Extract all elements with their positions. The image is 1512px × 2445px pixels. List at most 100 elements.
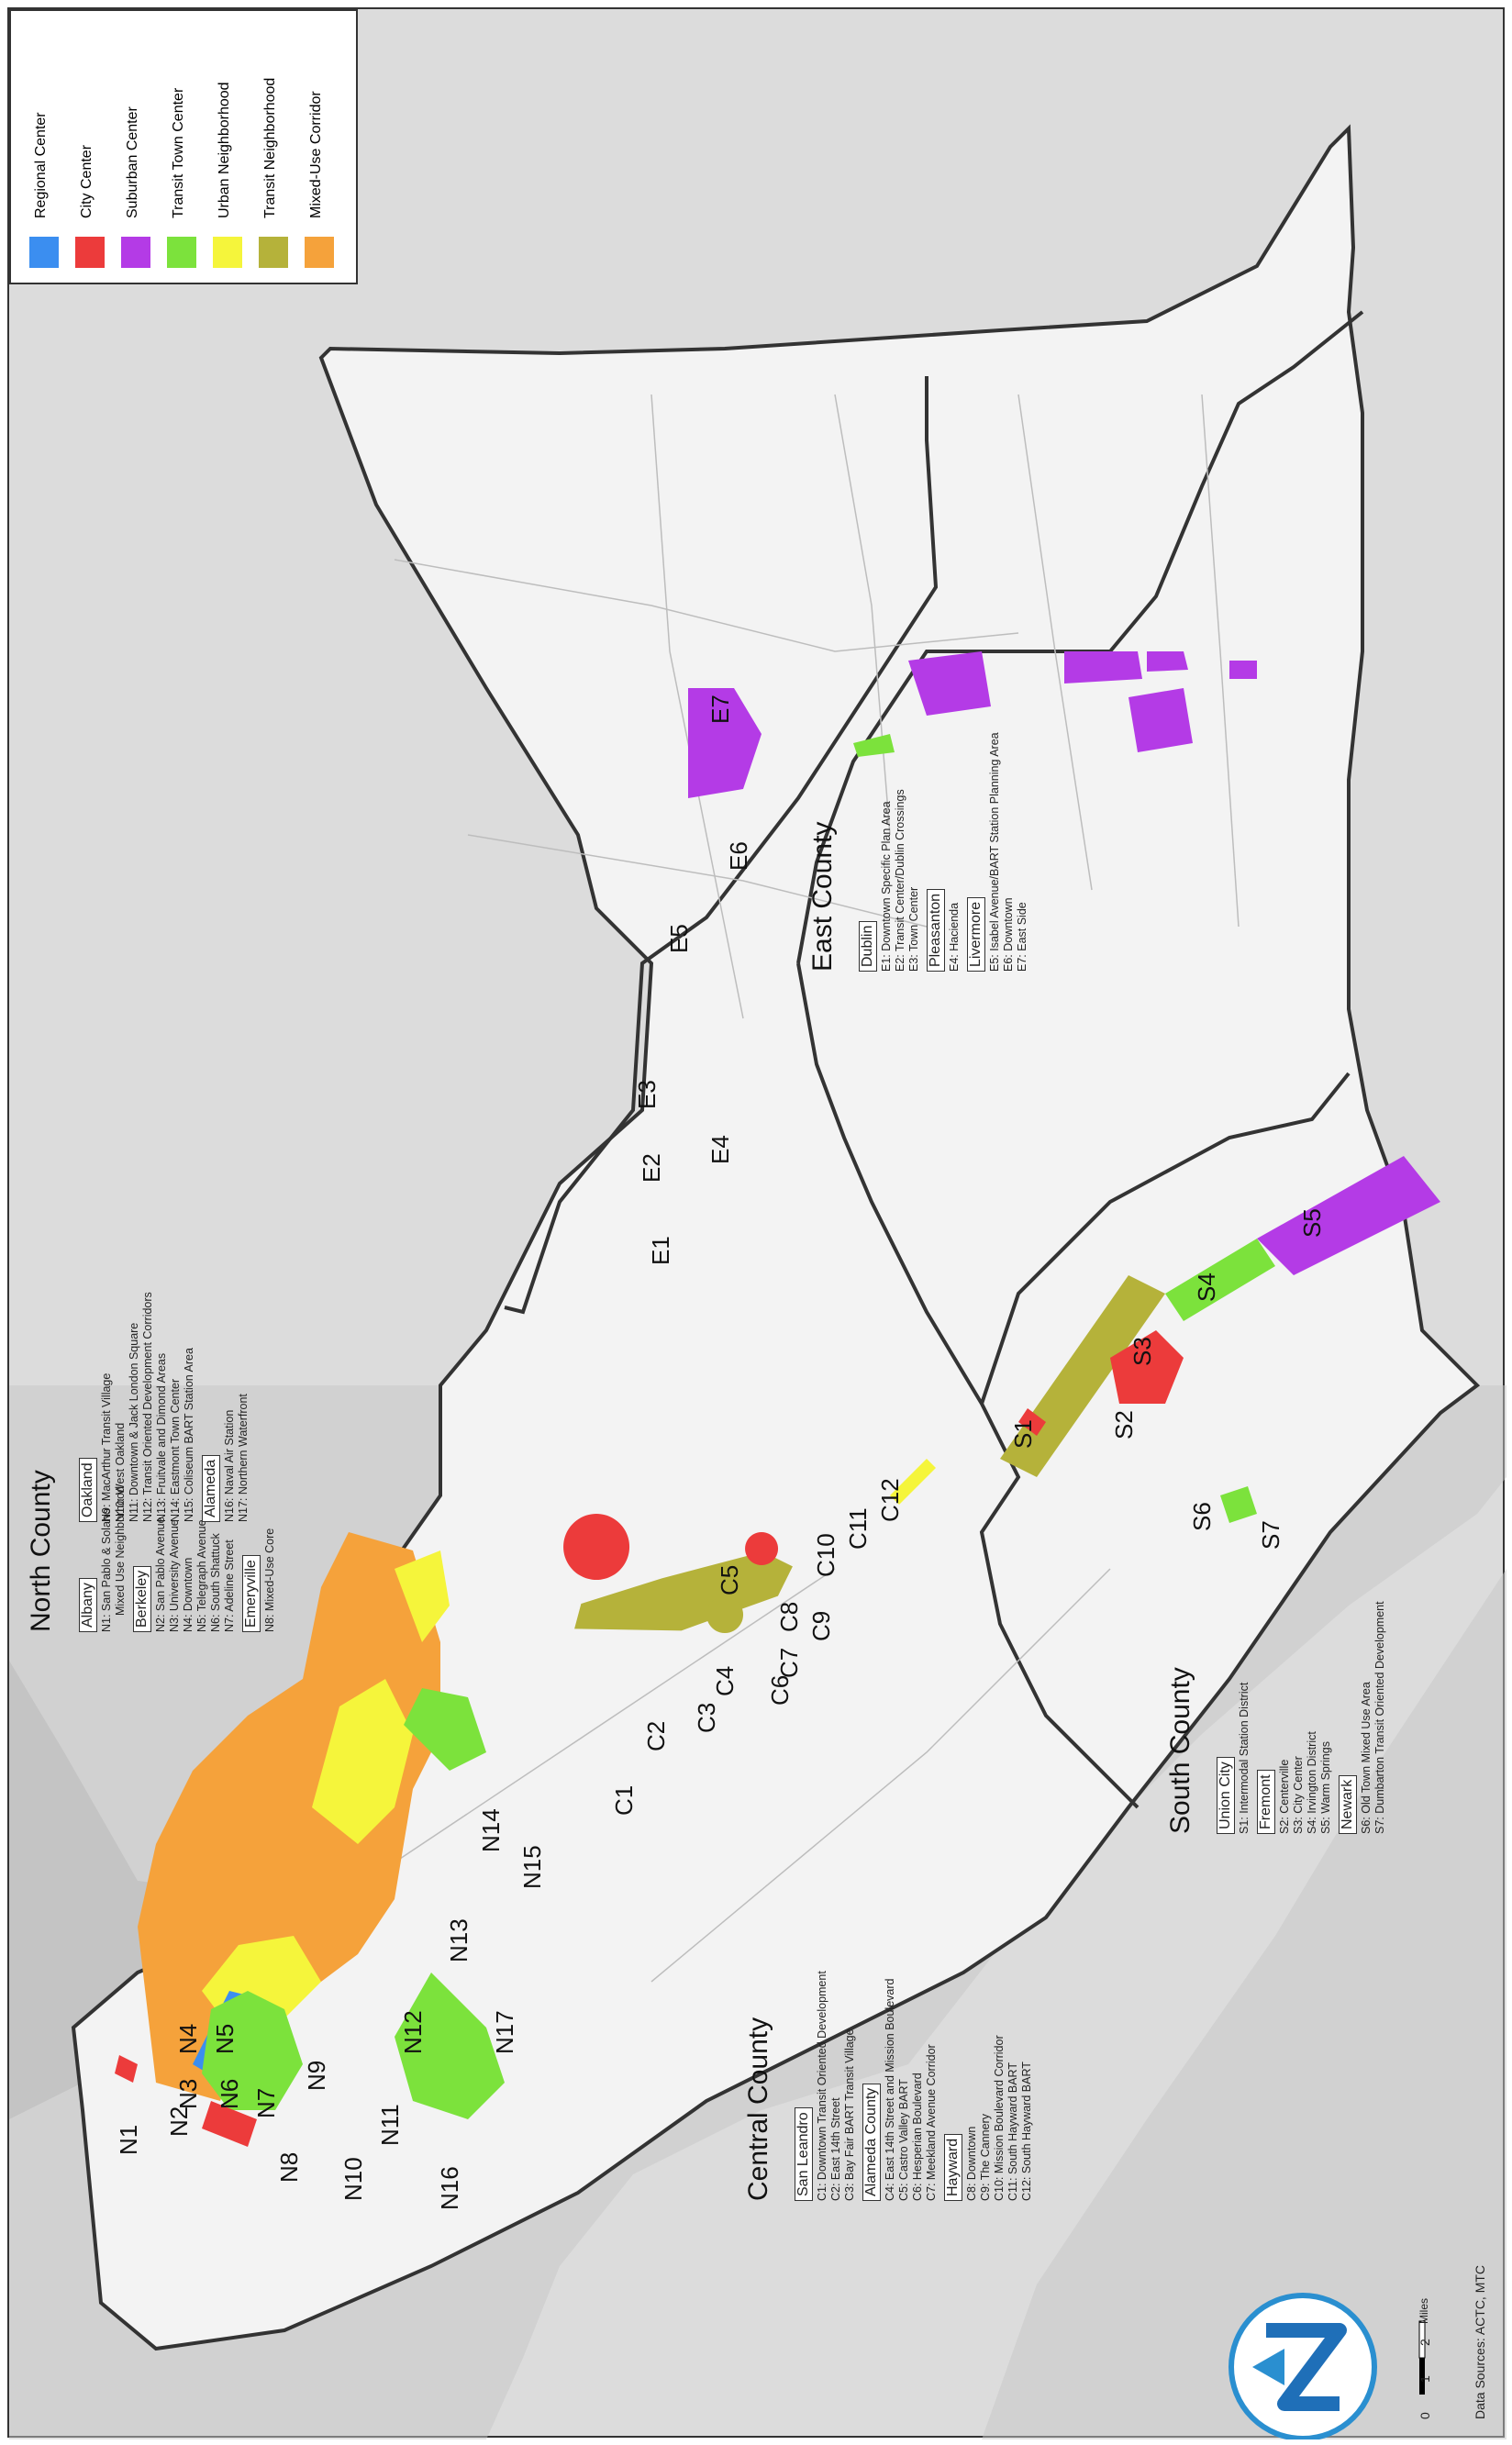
central-east-boundary (796, 310, 1364, 964)
area-label-c4: C4 (711, 1665, 739, 1696)
area-n15-green (404, 1688, 486, 1771)
south-county-list: Union City S1: Intermodal Station Distri… (1211, 1601, 1387, 1834)
city-pleasanton: Pleasanton (927, 888, 945, 972)
scale-tick-2: 2 (1418, 2339, 1432, 2346)
list-item: C10: Mission Boulevard Corridor (993, 2035, 1006, 2201)
area-label-s3: S3 (1128, 1337, 1156, 1366)
north-central-boundary (504, 376, 939, 1315)
list-item: E5: Isabel Avenue/BART Station Planning … (988, 732, 1001, 972)
scale-bar (1418, 2320, 1426, 2395)
list-item: E3: Town Center (907, 886, 920, 972)
area-n13-yellow (312, 1679, 413, 1844)
area-label-c2: C2 (642, 1720, 670, 1751)
legend-label-transit-neighborhood: Transit Neighborhood (262, 77, 278, 218)
area-label-s1: S1 (1009, 1419, 1037, 1449)
map-frame: Regional Center City Center Suburban Cen… (7, 7, 1506, 2439)
north-county-title: North County (26, 1470, 56, 1632)
area-c8-red (745, 1532, 779, 1565)
city-hayward: Hayward (944, 2133, 962, 2201)
list-item: C2: East 14th Street (829, 2097, 842, 2201)
area-label-n12: N12 (399, 2010, 427, 2054)
area-label-n16: N16 (436, 2166, 463, 2210)
list-item: C1: Downtown Transit Oriented Developmen… (816, 1971, 828, 2201)
list-item: S3: City Center (1292, 1756, 1305, 1834)
area-label-c6: C6 (766, 1674, 794, 1706)
area-c4-olive (574, 1551, 793, 1631)
area-s4-green (1165, 1239, 1275, 1321)
area-label-s2: S2 (1110, 1410, 1138, 1439)
legend-swatch-city-center (75, 237, 105, 268)
list-item: N9: MacArthur Transit Village (100, 1373, 113, 1522)
list-item: N17: Northern Waterfront (237, 1394, 250, 1522)
area-label-e4: E4 (706, 1135, 734, 1164)
area-label-e7: E7 (706, 695, 734, 724)
area-label-c11: C11 (844, 1507, 872, 1550)
area-e4-purple (1128, 688, 1193, 752)
area-label-n2: N2 (165, 2106, 193, 2137)
east-county-list: Dublin E1: Downtown Specific Plan Area E… (853, 732, 1029, 972)
area-label-c3: C3 (693, 1702, 720, 1733)
list-item: S1: Intermodal Station District (1238, 1682, 1251, 1834)
list-item: S4: Irvington District (1306, 1731, 1318, 1834)
list-item: C3: Bay Fair BART Transit Village (843, 2028, 856, 2201)
area-label-c9: C9 (807, 1610, 835, 1641)
area-n4-red (115, 2055, 138, 2083)
area-n14-yellow (395, 1550, 450, 1642)
scale-tick-1: 1 (1418, 2375, 1432, 2383)
area-e7-purple (688, 688, 762, 798)
south-east-boundary (980, 1072, 1351, 1405)
list-item: C9: The Cannery (979, 2114, 992, 2201)
city-oakland: Oakland (79, 1458, 97, 1522)
legend-swatch-transit-neighborhood (259, 237, 288, 268)
area-label-e5: E5 (665, 924, 693, 953)
legend-label-mixed-use-corridor: Mixed-Use Corridor (308, 91, 324, 218)
data-source-note: Data Sources: ACTC, MTC (1473, 2264, 1487, 2419)
area-label-n9: N9 (303, 2060, 330, 2091)
area-label-n11: N11 (376, 2104, 404, 2146)
road-network (284, 394, 1240, 1983)
city-union-city: Union City (1217, 1757, 1235, 1834)
area-label-n17: N17 (491, 2010, 518, 2054)
legend-swatch-suburban-center (121, 237, 150, 268)
list-item: N16: Naval Air Station (223, 1409, 236, 1522)
list-item: C8: Downtown (965, 2126, 978, 2201)
legend-label-urban-neighborhood: Urban Neighborhood (217, 82, 232, 218)
area-label-n14: N14 (477, 1808, 505, 1852)
city-emeryville: Emeryville (242, 1555, 261, 1632)
area-label-s7: S7 (1257, 1520, 1284, 1550)
legend-label-suburban-center: Suburban Center (125, 106, 140, 218)
area-label-n5: N5 (211, 2023, 239, 2054)
area-label-n6: N6 (216, 2078, 243, 2109)
legend-label-transit-town-center: Transit Town Center (171, 87, 186, 218)
scale-unit: Miles (1418, 2297, 1430, 2324)
list-item: N8: Mixed-Use Core (263, 1528, 276, 1632)
city-alameda: Alameda (202, 1454, 220, 1522)
legend-swatch-regional-center (29, 237, 59, 268)
list-item: S6: Old Town Mixed Use Area (1360, 1682, 1373, 1834)
area-s3-red (1110, 1330, 1184, 1404)
area-n10-green (202, 1991, 303, 2110)
area-label-c8: C8 (775, 1601, 803, 1632)
area-e6-green (853, 734, 895, 757)
city-dublin: Dublin (859, 920, 877, 972)
city-newark: Newark (1339, 1774, 1357, 1834)
area-label-c12: C12 (876, 1478, 904, 1522)
planning-areas (115, 651, 1440, 2147)
list-item: C11: South Hayward BART (1006, 2062, 1019, 2201)
area-c5-olive (706, 1596, 744, 1633)
area-e5-purple (908, 651, 991, 716)
area-s5-purple (1257, 1156, 1440, 1275)
area-c1-red (563, 1514, 630, 1581)
area-e2-purple (1147, 651, 1188, 672)
area-n16-green (395, 1973, 505, 2119)
area-s1-red (1018, 1408, 1046, 1436)
city-alameda-county: Alameda County (862, 2083, 881, 2201)
list-item: N15: Coliseum BART Station Area (183, 1348, 195, 1522)
list-item: C4: East 14th Street and Mission Bouleva… (884, 1978, 896, 2202)
legend-swatch-urban-neighborhood (213, 237, 242, 268)
list-item: E2: Transit Center/Dublin Crossings (894, 789, 906, 972)
area-label-e6: E6 (725, 841, 752, 871)
central-county-list: San Leandro C1: Downtown Transit Oriente… (789, 1971, 1034, 2201)
area-label-n10: N10 (339, 2157, 367, 2201)
